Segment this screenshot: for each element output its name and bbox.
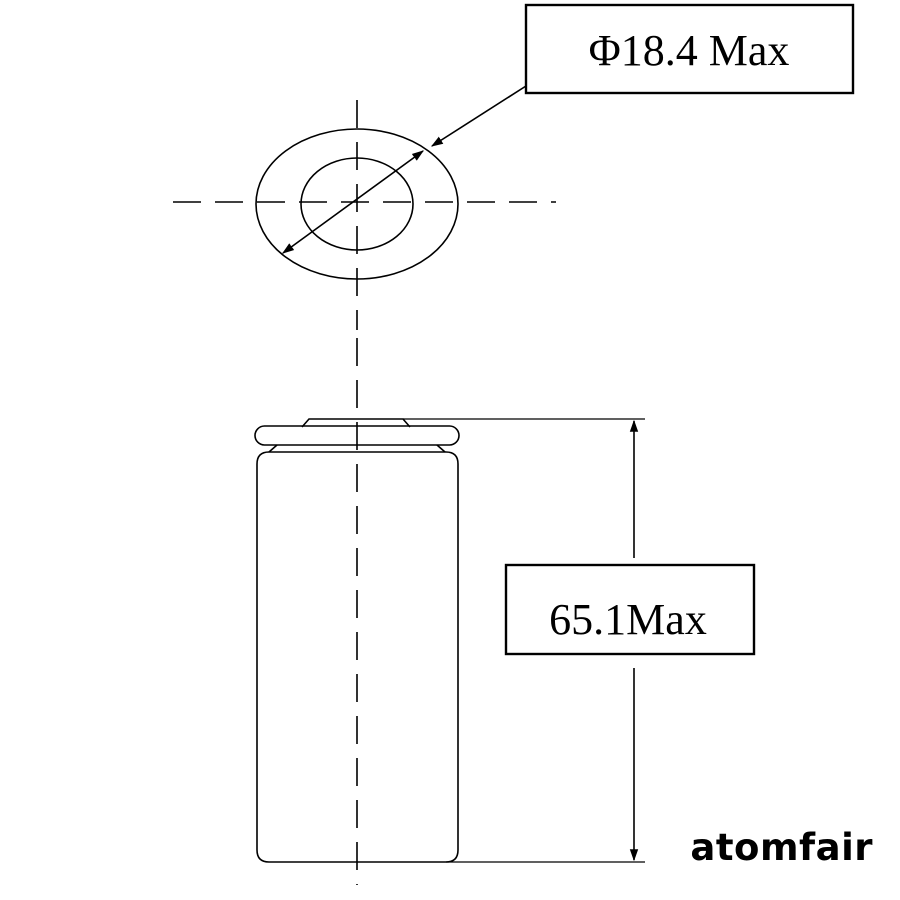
height-label-box: 65.1Max [504,563,756,656]
diameter-leader-line [430,85,527,147]
diameter-dimension-arrow [282,150,424,254]
top-rim [254,425,460,446]
brand-logo: atomfair [690,826,873,869]
positive-terminal [301,418,411,428]
top-view [173,85,556,330]
neck-right [436,444,446,453]
outer-diameter-circle [255,128,459,280]
height-label: 65.1Max [549,595,707,644]
diameter-label: Φ18.4 Max [589,26,790,75]
height-dimension [403,418,645,863]
diameter-label-box: Φ18.4 Max [524,3,855,95]
neck-left [268,444,278,453]
